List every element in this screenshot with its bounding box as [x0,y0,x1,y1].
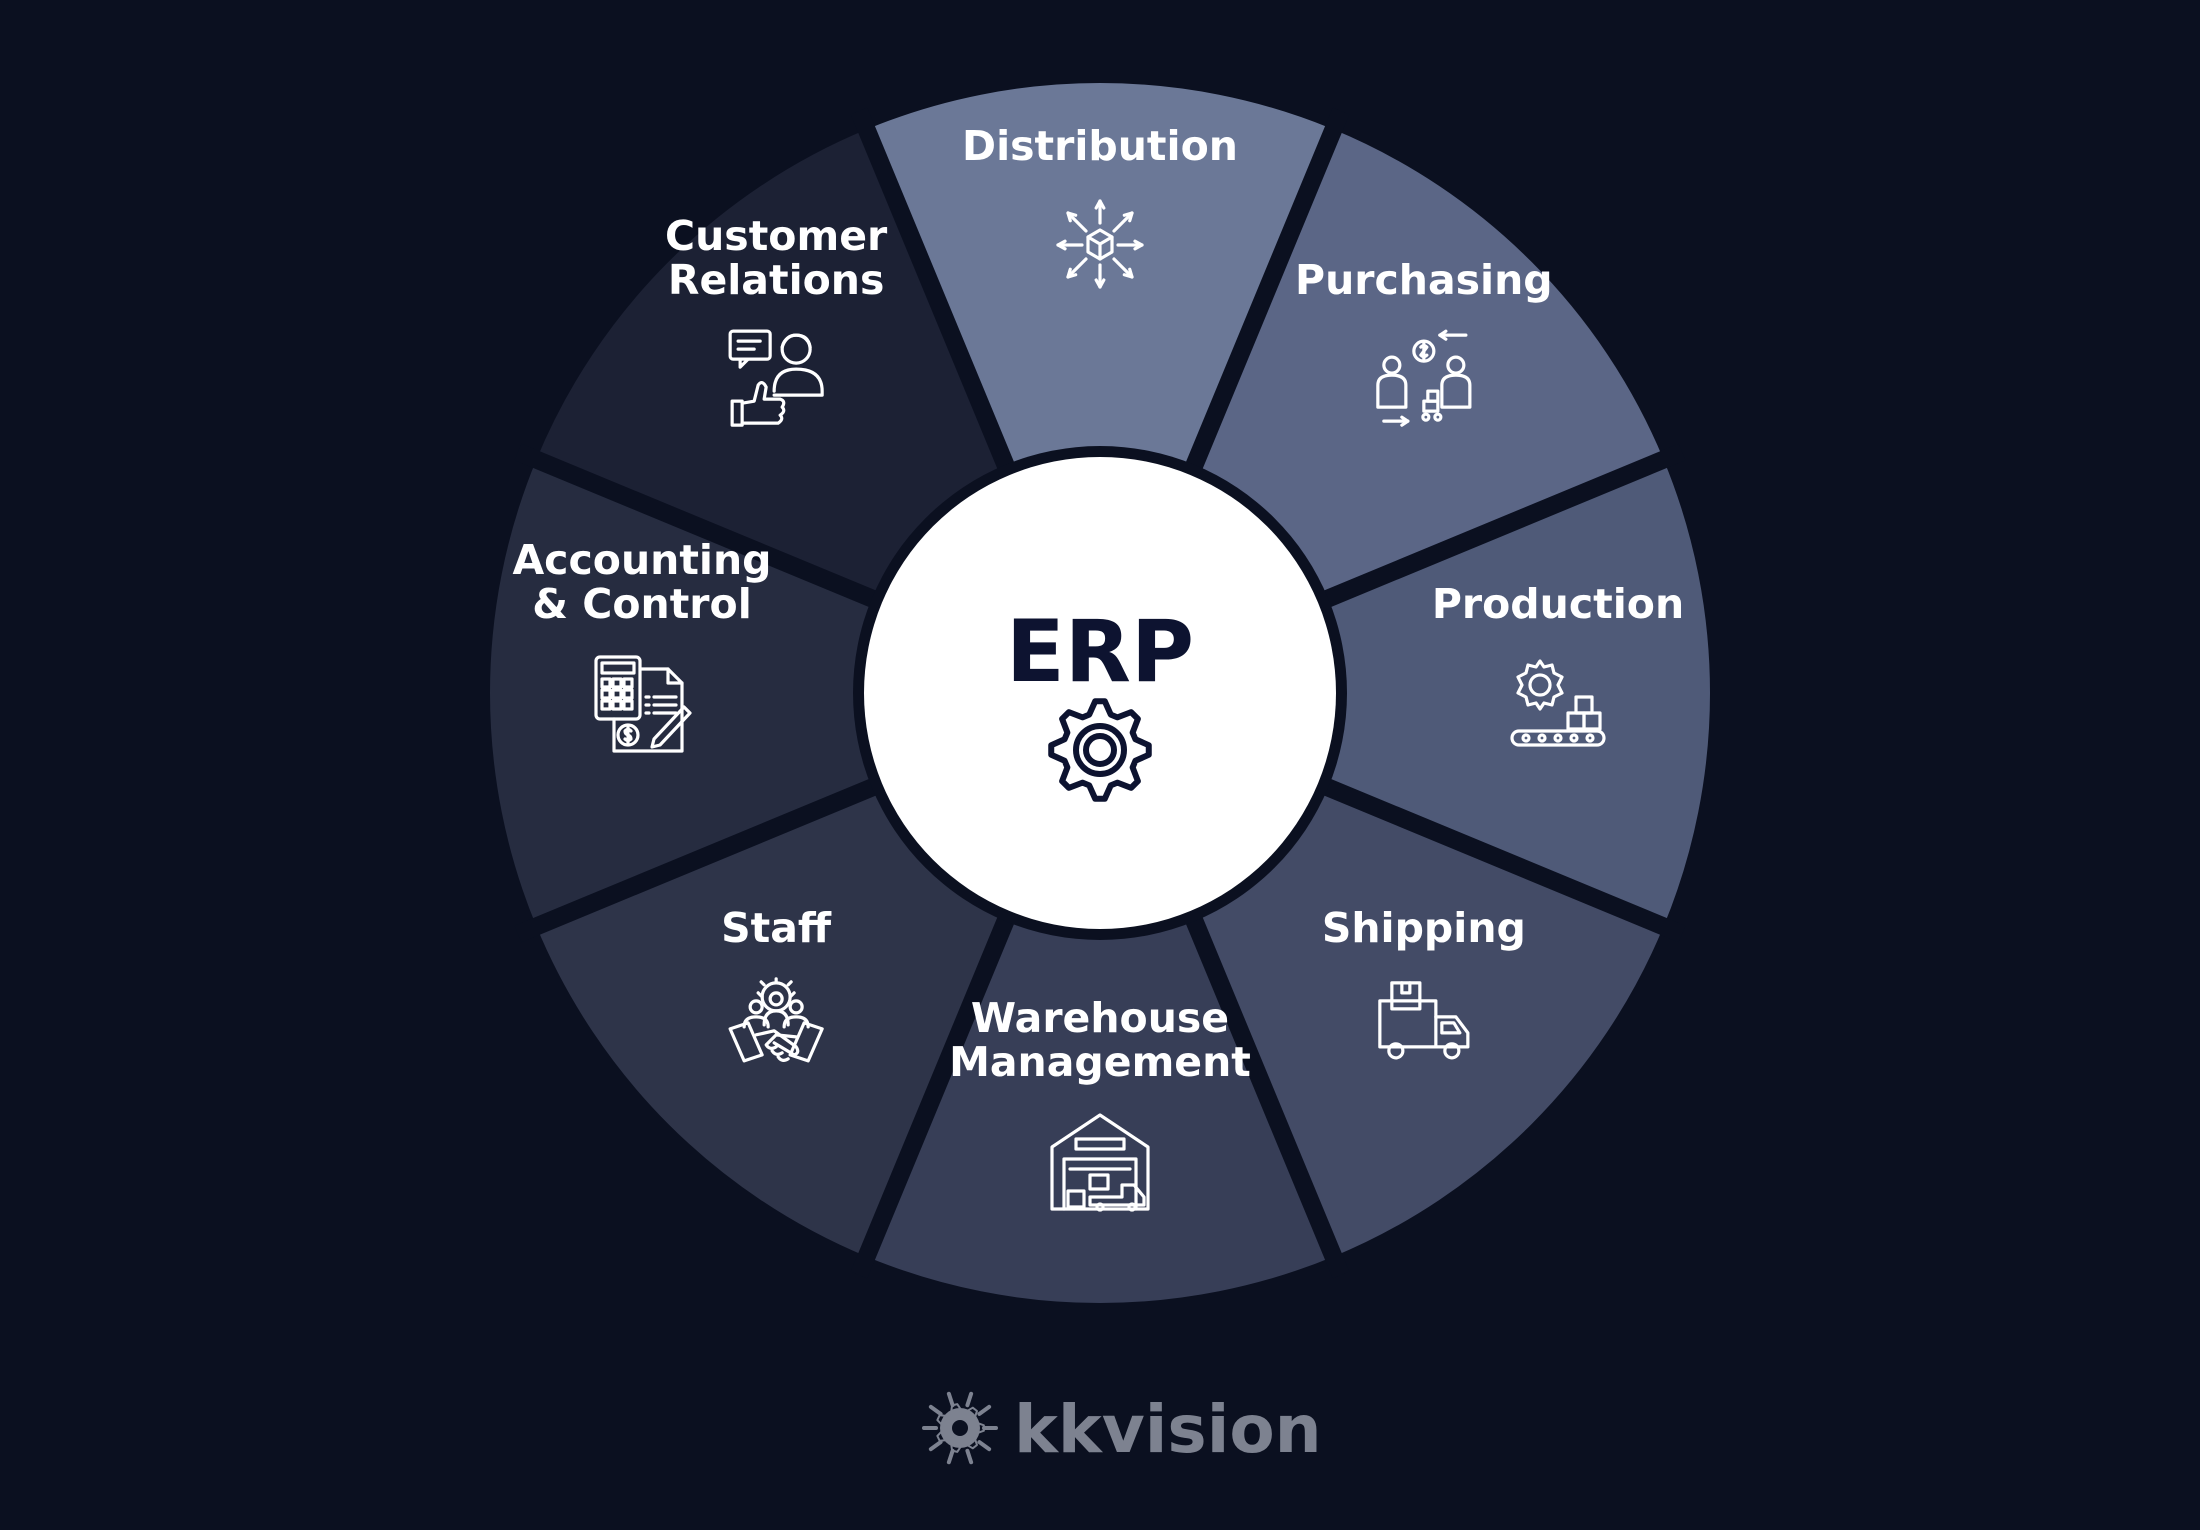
segment-label-line: Relations [668,256,885,304]
segment-label-line: Production [1432,580,1684,628]
delivery-truck-icon [1378,981,1470,1060]
segment-divider [850,892,1025,1279]
segment-label-line: Staff [721,904,832,952]
logo-ray [965,1391,974,1408]
segment-label-line: Purchasing [1295,256,1553,304]
segment-label-line: Accounting [512,536,771,584]
staff-handshake-icon [728,977,824,1063]
segments-layer [490,83,1710,1303]
segment-divider [514,443,901,618]
brand-name: kkvision [1014,1391,1322,1468]
segment-icons [594,199,1606,1212]
logo-ray [977,1404,992,1416]
gear-outline [1048,698,1152,802]
segment-accounting [490,459,879,927]
accounting-calculator-icon [594,655,692,753]
segment-customer [536,129,1009,602]
segment-warehouse [866,914,1334,1303]
logo-ray [946,1391,955,1408]
segment-label-accounting: Accounting& Control [512,536,771,628]
center-disc [864,457,1336,929]
customer-thumbs-up-icon [728,329,824,427]
segment-label-line: & Control [532,580,752,628]
logo-ray [965,1448,974,1465]
center-title: ERP [1006,602,1194,702]
logo-ray [946,1448,955,1465]
gear-hub-outer [1073,723,1127,777]
production-gear-conveyor-icon [1510,659,1606,747]
purchasing-people-icon [1376,329,1472,427]
logo-ray [928,1404,943,1416]
logo-ray [977,1440,992,1452]
logo-gear-hole [952,1420,968,1436]
gear-icon [1048,698,1152,802]
segment-divider [1175,892,1350,1279]
segment-production [1321,459,1710,927]
distribution-box-icon [1056,199,1144,289]
segment-labels: DistributionPurchasingProductionShipping… [512,122,1684,1086]
logo-ray [928,1440,943,1452]
segment-divider [1299,768,1686,943]
segment-divider [1299,443,1686,618]
segment-label-staff: Staff [721,904,832,952]
kkvision-gear-logo [922,1391,998,1465]
segment-divider [1175,107,1350,494]
segment-label-purchasing: Purchasing [1295,256,1553,304]
segment-divider [850,107,1025,494]
gear-hub-inner [1083,733,1117,767]
segment-label-line: Warehouse [971,994,1229,1042]
segment-label-line: Management [949,1038,1251,1086]
segment-label-shipping: Shipping [1322,904,1526,952]
segment-label-line: Customer [665,212,888,260]
segment-label-distribution: Distribution [962,122,1238,170]
segment-purchasing [1191,129,1664,602]
segment-label-line: Shipping [1322,904,1526,952]
warehouse-icon [1050,1113,1150,1212]
segment-divider [514,768,901,943]
segment-staff [536,784,1009,1257]
segment-dividers [514,107,1686,1279]
segment-label-production: Production [1432,580,1684,628]
segment-shipping [1191,784,1664,1257]
brand-logo: kkvision [922,1391,1322,1468]
segment-label-line: Distribution [962,122,1238,170]
